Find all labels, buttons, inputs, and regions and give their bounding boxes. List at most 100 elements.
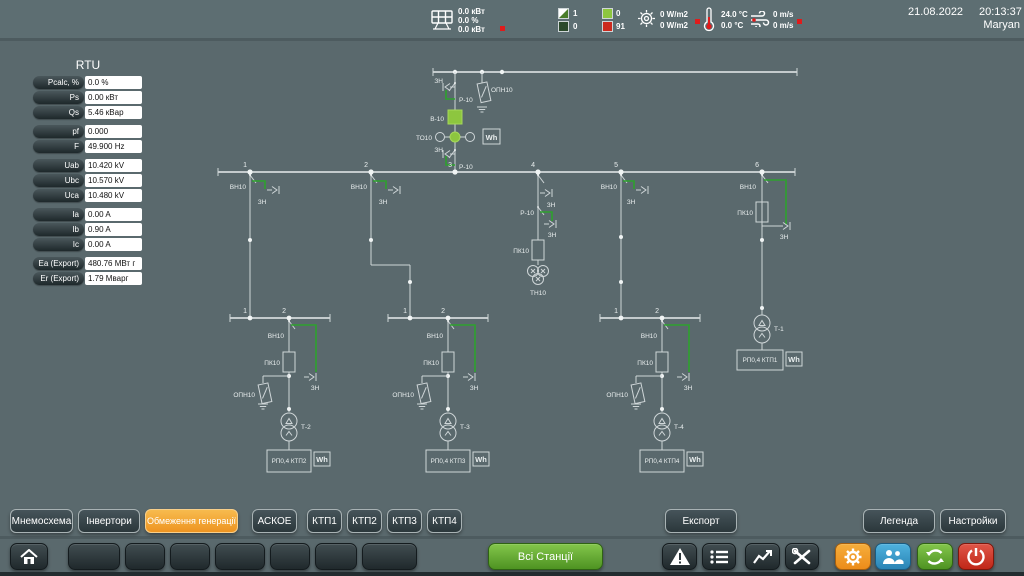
incoming-feeder: ЗН Р-10 ОПН10 В-10 ТО10 Wh ЗН Р bbox=[416, 68, 798, 172]
comm-status-icon-fail bbox=[602, 21, 613, 32]
sub-tap-1: 1 bbox=[403, 308, 407, 315]
power-button[interactable] bbox=[958, 543, 994, 570]
rtu-value: 0.90 A bbox=[85, 223, 142, 236]
irradiance-value-1: 0 W/m2 bbox=[660, 10, 689, 19]
label-ktp3-box: РП0,4 КТП3 bbox=[431, 458, 466, 465]
bus-tap-3: 3 bbox=[448, 162, 452, 169]
label-vn10-f5: ВН10 bbox=[601, 184, 618, 191]
time-label: 20:13:37 bbox=[979, 6, 1022, 18]
breaker-v10[interactable] bbox=[447, 109, 463, 125]
label-zn-f2: ЗН bbox=[379, 199, 388, 206]
power-icon bbox=[967, 547, 985, 565]
switch-vn10-f5[interactable] bbox=[623, 180, 635, 189]
label-t1: Т-1 bbox=[774, 326, 784, 333]
home-button[interactable] bbox=[10, 543, 48, 570]
all-stations-button[interactable]: Всі Станції bbox=[488, 543, 603, 570]
warning-icon bbox=[669, 547, 690, 565]
wind-icon bbox=[751, 11, 770, 27]
switch-vn10-f1[interactable] bbox=[252, 180, 266, 189]
blank-button-7[interactable] bbox=[362, 543, 417, 570]
sub-tap-2: 2 bbox=[282, 308, 286, 315]
refresh-button[interactable] bbox=[917, 543, 953, 570]
inverter-status-icon-1 bbox=[558, 8, 569, 19]
disconnector-r10-bottom[interactable] bbox=[445, 156, 455, 166]
label-ktp2-box: РП0,4 КТП2 bbox=[272, 458, 307, 465]
label-vn10-ktp2: ВН10 bbox=[268, 333, 285, 340]
rtu-row: Pcalc, %0.0 % bbox=[33, 76, 145, 89]
label-zn-ktp2: ЗН bbox=[311, 385, 320, 392]
blank-button-4[interactable] bbox=[215, 543, 265, 570]
tab-mnemoschema[interactable]: Мнемосхема bbox=[10, 509, 73, 533]
switch-vn10-ktp3[interactable] bbox=[450, 324, 476, 372]
tab-ktp4[interactable]: КТП4 bbox=[427, 509, 462, 533]
rtu-value: 10.480 kV bbox=[85, 189, 142, 202]
bus-tap-1: 1 bbox=[243, 162, 247, 169]
disconnector-r10-f4[interactable] bbox=[540, 211, 553, 221]
label-vn10-f1: ВН10 bbox=[230, 184, 247, 191]
solar-percent-value: 0.0 % bbox=[458, 16, 479, 25]
disconnector-r10-top[interactable] bbox=[445, 90, 455, 100]
rtu-label: F bbox=[33, 140, 84, 153]
transformer-t4 bbox=[653, 412, 671, 442]
blank-button-2[interactable] bbox=[125, 543, 165, 570]
rtu-row: Ea (Export)480.76 МВт г bbox=[33, 257, 145, 270]
switch-vn10-f6[interactable] bbox=[764, 179, 787, 225]
tab-ktp2[interactable]: КТП2 bbox=[347, 509, 382, 533]
tab-generation-limits[interactable]: Обмеження генерації bbox=[145, 509, 238, 533]
tools-button[interactable] bbox=[785, 543, 819, 570]
events-list-button[interactable] bbox=[702, 543, 736, 570]
feeder-2: ВН10 ЗН bbox=[351, 173, 412, 318]
switch-vn10-f2[interactable] bbox=[373, 180, 387, 189]
temperature-value-2: 0.0 °C bbox=[721, 21, 744, 30]
chart-icon bbox=[752, 549, 772, 564]
label-vn10-ktp4: ВН10 bbox=[641, 333, 658, 340]
blank-button-1[interactable] bbox=[68, 543, 120, 570]
system-settings-button[interactable] bbox=[835, 543, 871, 570]
user-label: Maryan bbox=[983, 19, 1020, 31]
alarms-button[interactable] bbox=[662, 543, 697, 570]
rtu-label: Ic bbox=[33, 238, 84, 251]
feeder-4-voltage-transformer: ЗН Р-10 ЗН ПК10 ТН10 bbox=[513, 173, 557, 297]
tab-askoe[interactable]: АСКОЕ bbox=[252, 509, 297, 533]
label-zn-f1: ЗН bbox=[258, 199, 267, 206]
top-status-bar: 0.0 кВт 0.0 % 0.0 кВт 1 0 0 91 0 W/m2 0 … bbox=[0, 0, 1024, 41]
inverter-status-icon-2 bbox=[558, 21, 569, 32]
tab-inverters[interactable]: Інвертори bbox=[78, 509, 140, 533]
temperature-value-1: 24.0 °C bbox=[721, 10, 748, 19]
bus-tap-4: 4 bbox=[531, 162, 535, 169]
label-pk10-ktp3: ПК10 bbox=[423, 360, 439, 367]
settings-button[interactable]: Настройки bbox=[940, 509, 1006, 533]
refresh-icon bbox=[926, 548, 944, 565]
rtu-value: 10.570 kV bbox=[85, 174, 142, 187]
thermometer-icon bbox=[703, 7, 715, 32]
sub-tap-1: 1 bbox=[243, 308, 247, 315]
separator-line bbox=[0, 536, 1024, 539]
label-zn-2: ЗН bbox=[434, 147, 443, 154]
blank-button-5[interactable] bbox=[270, 543, 310, 570]
tab-ktp1[interactable]: КТП1 bbox=[307, 509, 342, 533]
export-button[interactable]: Експорт bbox=[665, 509, 737, 533]
rtu-label: Pcalc, % bbox=[33, 76, 84, 89]
switch-vn10-ktp4[interactable] bbox=[664, 324, 690, 372]
tab-ktp3[interactable]: КТП3 bbox=[387, 509, 422, 533]
users-button[interactable] bbox=[875, 543, 911, 570]
legend-button[interactable]: Легенда bbox=[863, 509, 935, 533]
label-zn-f6: ЗН bbox=[780, 234, 789, 241]
label-opn10-ktp2: ОПН10 bbox=[233, 392, 255, 399]
bus-tap-2: 2 bbox=[364, 162, 368, 169]
trends-button[interactable] bbox=[745, 543, 780, 570]
label-r10: Р-10 bbox=[459, 97, 473, 104]
label-t4: Т-4 bbox=[674, 424, 684, 431]
blank-button-6[interactable] bbox=[315, 543, 357, 570]
bus-tap-6: 6 bbox=[755, 162, 759, 169]
rtu-value: 5.46 кВар bbox=[85, 106, 142, 119]
switch-vn10-ktp2[interactable] bbox=[291, 324, 317, 372]
rtu-value: 0.00 кВт bbox=[85, 91, 142, 104]
blank-button-3[interactable] bbox=[170, 543, 210, 570]
label-pk10-f6: ПК10 bbox=[737, 210, 753, 217]
